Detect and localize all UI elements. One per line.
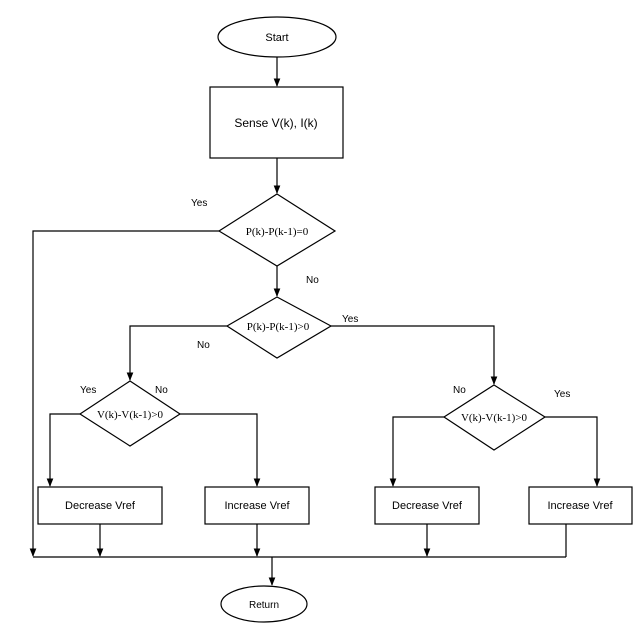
sense-label: Sense V(k), I(k) [234, 116, 317, 130]
decrease-vref-left-label: Decrease Vref [65, 500, 136, 512]
power-greater-yes-label: Yes [342, 314, 358, 325]
voltage-left-no-label: No [155, 385, 168, 396]
edge-voltage-left-no [180, 413, 261, 487]
decision-voltage-right: V(k)-V(k-1)>0 [442, 384, 547, 451]
decrease-vref-right-label: Decrease Vref [392, 500, 463, 512]
increase-vref-right-node: Increase Vref [528, 486, 633, 525]
edge-power-greater-yes [331, 325, 498, 385]
decision-voltage-left-label: V(k)-V(k-1)>0 [97, 409, 164, 421]
voltage-right-no-label: No [453, 385, 466, 396]
return-label: Return [249, 600, 279, 611]
voltage-right-yes-label: Yes [554, 389, 570, 400]
power-greater-no-label: No [197, 340, 210, 351]
edge-power-greater-no [126, 325, 227, 381]
start-label: Start [265, 32, 288, 44]
edge-voltage-right-yes [545, 416, 601, 487]
voltage-left-yes-label: Yes [80, 385, 96, 396]
decrease-vref-right-node: Decrease Vref [374, 486, 480, 525]
sense-node: Sense V(k), I(k) [209, 86, 344, 159]
power-equal-yes-label: Yes [191, 198, 207, 209]
decision-power-greater-label: P(k)-P(k-1)>0 [247, 321, 310, 333]
edges [29, 57, 601, 586]
decision-voltage-right-label: V(k)-V(k-1)>0 [461, 412, 528, 424]
power-equal-no-label: No [306, 275, 319, 286]
decision-voltage-left: V(k)-V(k-1)>0 [78, 380, 182, 447]
start-node: Start [217, 16, 337, 58]
decision-power-equal-label: P(k)-P(k-1)=0 [246, 226, 309, 238]
increase-vref-left-label: Increase Vref [224, 500, 290, 512]
edge-power-equal-yes [29, 230, 219, 557]
return-node: Return [220, 585, 308, 623]
increase-vref-right-label: Increase Vref [547, 500, 613, 512]
increase-vref-left-node: Increase Vref [204, 486, 310, 525]
decision-power-greater: P(k)-P(k-1)>0 [225, 296, 333, 359]
decision-power-equal: P(k)-P(k-1)=0 [217, 193, 337, 267]
edge-voltage-right-no [389, 416, 444, 487]
edge-labels: Yes No Yes No Yes No No Yes [80, 198, 570, 400]
decrease-vref-left-node: Decrease Vref [37, 486, 163, 525]
edge-voltage-left-yes [46, 413, 80, 487]
